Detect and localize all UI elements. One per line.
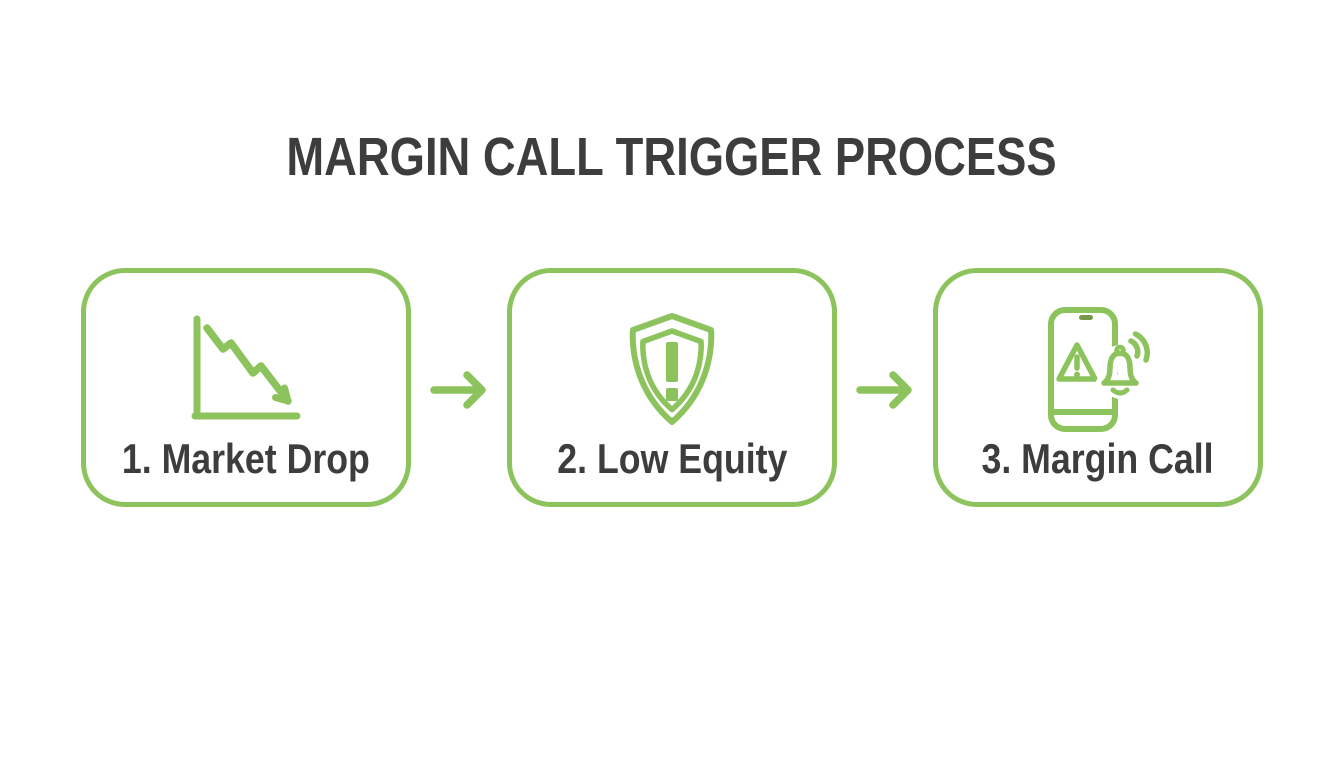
right-arrow-icon xyxy=(856,370,912,409)
step-card-market-drop: 1. Market Drop xyxy=(81,268,411,507)
step-card-margin-call: 3. Margin Call xyxy=(933,268,1263,507)
arrow-cell-2 xyxy=(837,370,933,410)
step1-icon-area xyxy=(86,299,406,438)
step2-label: 2. Low Equity xyxy=(556,435,788,482)
page-title: MARGIN CALL TRIGGER PROCESS xyxy=(0,127,1344,187)
right-arrow-icon xyxy=(430,370,486,409)
step2-icon-area xyxy=(512,299,832,438)
page-title-text: MARGIN CALL TRIGGER PROCESS xyxy=(286,127,1058,187)
step3-icon-area xyxy=(938,299,1258,438)
phone-alert-bell-icon xyxy=(1048,306,1150,432)
step-card-low-equity: 2. Low Equity xyxy=(507,268,837,507)
step3-label: 3. Margin Call xyxy=(981,435,1215,482)
step1-label: 1. Market Drop xyxy=(122,435,370,482)
process-steps-row: 1. Market Drop 2. Low Equity xyxy=(0,268,1344,507)
market-drop-chart-icon xyxy=(191,315,301,419)
arrow-cell-1 xyxy=(411,370,507,410)
shield-alert-icon xyxy=(629,312,715,425)
